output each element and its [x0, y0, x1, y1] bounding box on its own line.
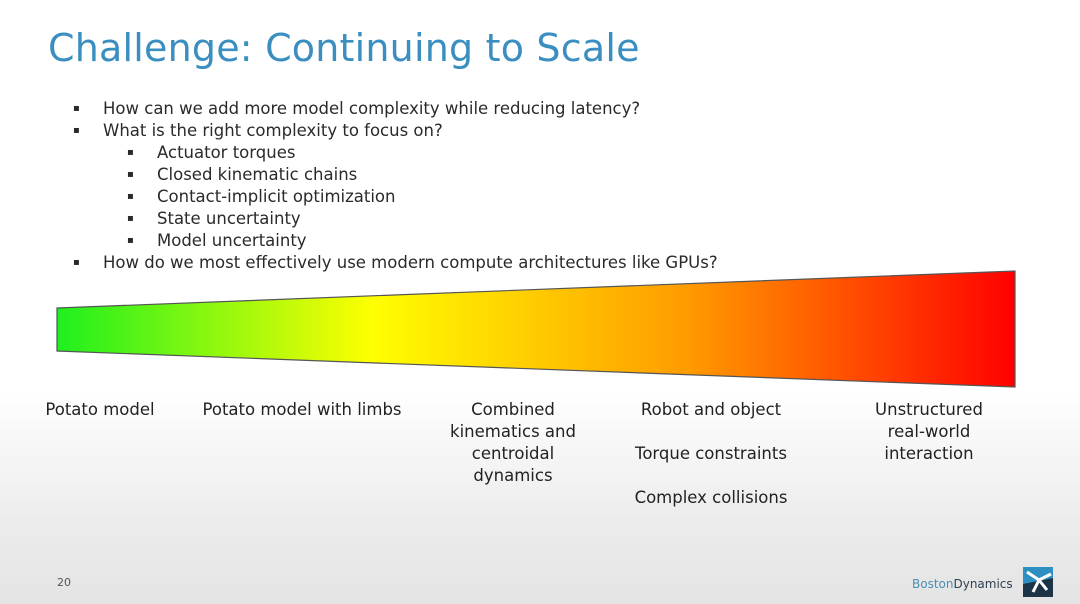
page-number: 20: [57, 576, 71, 589]
bullet-item: ▪ State uncertainty: [127, 208, 301, 230]
bullet-text: State uncertainty: [157, 209, 301, 228]
bullet-item: ▪ Contact-implicit optimization: [127, 186, 396, 208]
bullet-icon: ▪: [127, 147, 134, 158]
bullet-icon: ▪: [127, 213, 134, 224]
scale-label: Potato model with limbs: [202, 400, 402, 419]
bullet-text: Model uncertainty: [157, 231, 307, 250]
bullet-text: Closed kinematic chains: [157, 165, 358, 184]
boston-dynamics-logo-icon: [1022, 567, 1053, 597]
bullet-icon: ▪: [127, 169, 134, 180]
bullet-icon: ▪: [127, 235, 134, 246]
bullet-text: What is the right complexity to focus on…: [103, 121, 443, 140]
logo-text-dynamics: Dynamics: [953, 576, 1013, 591]
bullet-text: How do we most effectively use modern co…: [103, 253, 718, 272]
slide-title: Challenge: Continuing to Scale: [48, 26, 640, 70]
bullet-item: ▪ Actuator torques: [127, 142, 296, 164]
bullet-icon: ▪: [127, 191, 134, 202]
bullet-item: ▪ Model uncertainty: [127, 230, 307, 252]
scale-label: Potato model: [45, 400, 155, 419]
bullet-text: Actuator torques: [157, 143, 296, 162]
boston-dynamics-logo: BostonDynamics: [912, 566, 1055, 598]
bullet-item: ▪ How can we add more model complexity wh…: [73, 98, 641, 120]
bullet-icon: ▪: [73, 257, 80, 268]
bullet-icon: ▪: [73, 125, 80, 136]
gradient-wedge: [56, 270, 1016, 388]
bullet-item: ▪ How do we most effectively use modern c…: [73, 252, 718, 274]
bullet-item: ▪ Closed kinematic chains: [127, 164, 358, 186]
scale-label: Combined kinematics and centroidal dynam…: [450, 400, 576, 485]
bullet-text: Contact-implicit optimization: [157, 187, 396, 206]
bullet-item: ▪ What is the right complexity to focus o…: [73, 120, 443, 142]
logo-text-boston: Boston: [912, 576, 954, 591]
scale-label: Unstructured real-world interaction: [875, 400, 983, 463]
scale-label: Robot and object Torque constraints Comp…: [634, 400, 788, 507]
bullet-text: How can we add more model complexity whi…: [103, 99, 641, 118]
bullet-icon: ▪: [73, 103, 80, 114]
